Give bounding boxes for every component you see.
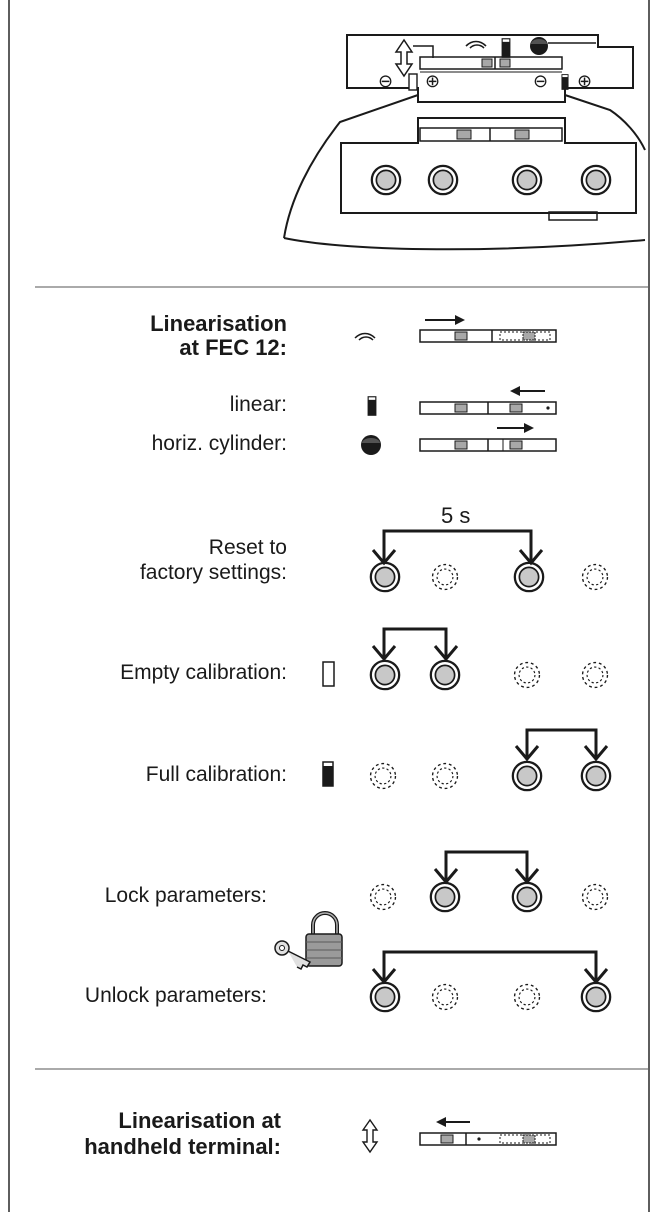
key-button-icon <box>513 561 545 593</box>
switch-slider-icon <box>419 423 557 452</box>
bar-icon <box>501 38 511 58</box>
bar-icon <box>367 396 377 416</box>
plus-symbol: ⊕ <box>425 71 441 91</box>
switch-slider-icon <box>419 386 557 415</box>
full-bar-icon <box>322 761 334 787</box>
unlock-parameters-label: Unlock parameters: <box>84 984 267 1007</box>
linearisation-fec-title-line2: at FEC 12: <box>179 335 287 360</box>
up-down-arrow-icon <box>361 1118 379 1154</box>
key-button-icon <box>429 659 461 691</box>
key-button-icon <box>580 760 612 792</box>
horiz-cylinder-label: horiz. cylinder: <box>151 432 287 455</box>
key-button-icon <box>580 981 612 1013</box>
padlock-key-icon <box>274 911 343 971</box>
reset-label-line1: Reset to <box>208 536 287 559</box>
linearisation-terminal-title-line1: Linearisation at <box>118 1108 281 1133</box>
ball-icon <box>530 37 596 55</box>
ball-icon <box>361 435 381 455</box>
minus-symbol: ⊖ <box>378 71 394 91</box>
linearisation-fec-title-line1: Linearisation <box>150 311 287 336</box>
key-button-icon <box>511 881 543 913</box>
antenna-icon <box>465 40 487 49</box>
key-button-icon <box>429 881 461 913</box>
key-button-icon <box>581 661 609 689</box>
key-button-icon <box>369 561 401 593</box>
full-calibration-label: Full calibration: <box>145 763 287 786</box>
switch-slider-icon <box>419 1117 557 1146</box>
up-down-arrow-icon <box>394 38 414 78</box>
reset-label-line2: factory settings: <box>139 561 287 584</box>
device-key-2 <box>427 164 459 196</box>
lock-parameters-label: Lock parameters: <box>104 884 267 907</box>
key-button-icon <box>581 563 609 591</box>
plus-symbol: ⊕ <box>577 71 593 91</box>
empty-bar-icon <box>322 661 335 687</box>
minus-symbol: ⊖ <box>533 71 549 91</box>
device-key-3 <box>511 164 543 196</box>
linearisation-terminal-title-line2: handheld terminal: <box>84 1134 281 1159</box>
key-button-icon <box>369 659 401 691</box>
key-button-icon <box>369 981 401 1013</box>
device-key-4 <box>580 164 612 196</box>
empty-bar-icon <box>408 73 418 91</box>
empty-calibration-label: Empty calibration: <box>120 661 287 684</box>
switch-slider-icon <box>419 315 557 343</box>
key-button-icon <box>431 983 459 1011</box>
key-button-icon <box>431 762 459 790</box>
device-illustration <box>283 34 646 251</box>
reset-bracket-arrow <box>382 529 533 561</box>
key-button-icon <box>513 983 541 1011</box>
key-button-icon <box>431 563 459 591</box>
key-button-icon <box>513 661 541 689</box>
key-button-icon <box>581 883 609 911</box>
key-button-icon <box>369 762 397 790</box>
reset-duration: 5 s <box>441 503 471 528</box>
device-key-1 <box>370 164 402 196</box>
device-switch-segments <box>420 57 562 141</box>
key-button-icon <box>369 883 397 911</box>
linear-label: linear: <box>229 393 287 416</box>
full-bar-icon <box>561 74 569 90</box>
key-button-icon <box>511 760 543 792</box>
antenna-icon <box>354 332 376 341</box>
